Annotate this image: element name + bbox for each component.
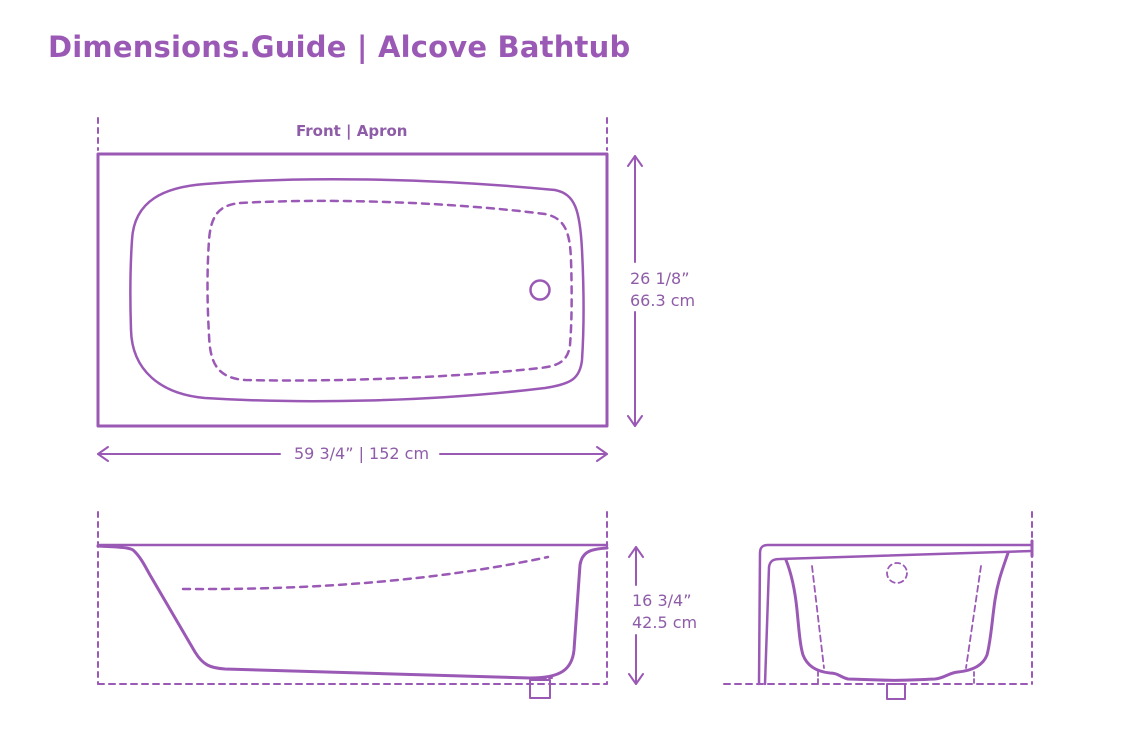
side-floor-slope-line [181,555,550,591]
end-inner-wall-left [811,565,825,669]
side-view [96,511,644,699]
depth-cm: 42.5 cm [632,613,698,632]
end-apron-outer [757,543,1034,686]
end-view [723,511,1034,700]
end-basin-profile [784,551,1010,682]
overflow-drain-icon [886,562,908,584]
front-apron-label: Front | Apron [296,122,408,140]
tub-floor-outline [206,199,573,382]
end-drain-outlet [886,683,906,700]
tub-outer-rim [96,152,609,428]
side-view-height-dimension: 16 3/4” 42.5 cm [632,590,697,634]
side-tub-profile [96,544,609,680]
arrowhead-right-icon [596,446,608,462]
side-drain-outlet [529,679,551,699]
depth-inches: 16 3/4” [632,591,692,610]
drain-icon [529,279,551,301]
end-apron-inner [763,549,1034,686]
arrowhead-left-icon [97,446,109,462]
tub-basin-outline [129,177,585,403]
arrowhead-up-icon [628,546,644,558]
top-view-width-dimension: 59 3/4” | 152 cm [290,443,434,465]
arrowhead-down-icon [627,415,643,427]
height-inches: 26 1/8” [630,269,690,288]
end-inner-wall-right [965,565,982,669]
page-title: Dimensions.Guide | Alcove Bathtub [48,30,631,64]
top-view-height-dimension: 26 1/8” 66.3 cm [630,268,695,312]
top-view [96,117,643,462]
arrowhead-up-icon [627,155,643,167]
arrowhead-down-icon [628,673,644,685]
height-cm: 66.3 cm [630,291,696,310]
